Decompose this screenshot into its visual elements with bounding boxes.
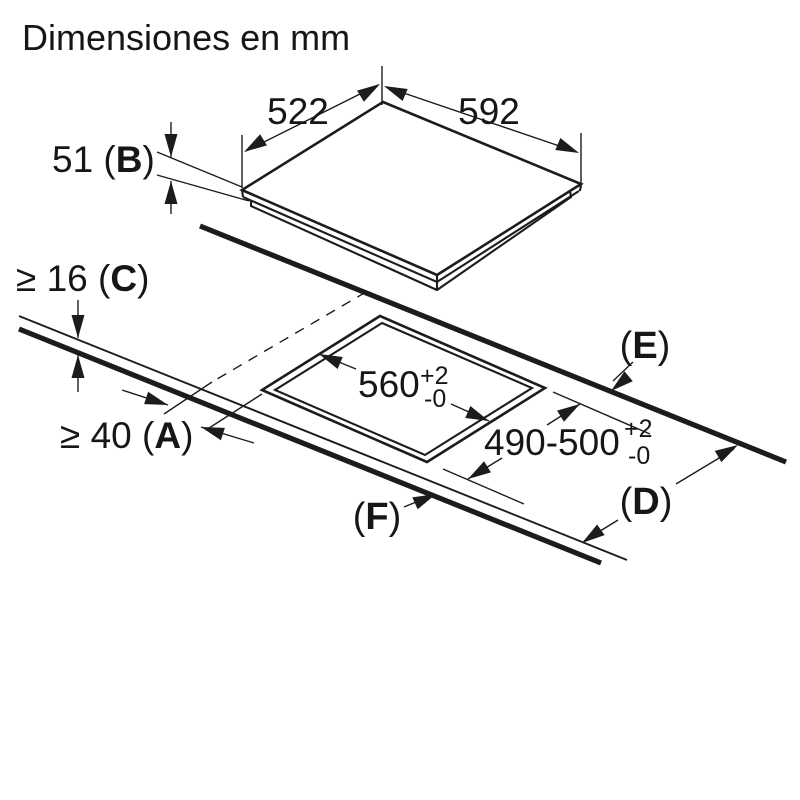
cutout-depth-extension-front — [442, 468, 525, 505]
worktop — [18, 223, 787, 566]
page-title: Dimensiones en mm — [22, 17, 350, 58]
dim-490-tolerance-plus: +2 — [624, 415, 653, 443]
dimension-cutout-depth: 490-500 +2 -0 — [442, 391, 653, 505]
dimension-top-width: 522 — [240, 78, 384, 158]
cutout-inner-edge — [272, 321, 535, 457]
dimension-worktop-thickness: ≥ 16 (C) — [16, 258, 149, 392]
label-D-text: (D) — [620, 481, 673, 523]
arrowhead — [240, 134, 267, 158]
cooktop-panel — [239, 66, 584, 292]
dim-value-490-500: 490-500 — [484, 422, 620, 463]
dimension-top-depth: 592 — [381, 80, 582, 159]
worktop-back-edge-line — [199, 223, 787, 465]
label-E-text: (E) — [620, 325, 671, 367]
cooktop-glass-left-corner-edge — [240, 189, 245, 198]
label-back-edge: (E) — [606, 325, 671, 396]
alignment-extension-line — [163, 381, 213, 415]
dim-value-560: 560 — [358, 364, 420, 405]
dim-value-592: 592 — [458, 91, 520, 132]
arrowhead — [357, 78, 384, 102]
dim-value-16C: ≥ 16 (C) — [16, 258, 149, 299]
dimension-cutout-width: 560 +2 -0 — [316, 348, 492, 427]
dimension-appliance-height: 51 (B) — [52, 122, 250, 214]
label-front-edge: (F) — [353, 488, 439, 538]
dimension-front-clearance: ≥ 40 (A) — [60, 389, 263, 456]
arrowhead — [71, 315, 85, 338]
arrowhead — [164, 134, 178, 157]
dim-line-522 — [245, 84, 379, 152]
cutout-opening — [259, 314, 548, 464]
height-extension-lower — [156, 174, 250, 202]
arrowhead — [144, 391, 171, 412]
arrowhead — [198, 420, 225, 441]
arrowhead — [164, 181, 178, 204]
dim-value-522: 522 — [267, 91, 329, 132]
dim-560-tolerance-plus: +2 — [420, 362, 449, 390]
arrowhead — [464, 461, 491, 485]
dim-490-tolerance-minus: -0 — [628, 442, 650, 470]
cooktop-base-body — [249, 190, 573, 292]
cutout-outer-edge — [259, 314, 548, 464]
dim-value-51B: 51 (B) — [52, 139, 155, 180]
cutout-depth-extension-back — [552, 391, 651, 435]
arrowhead — [71, 355, 85, 378]
clearance-extension-line — [205, 393, 263, 431]
cooktop-glass-lip — [242, 190, 580, 284]
arrowhead — [555, 138, 582, 159]
dim-value-40A: ≥ 40 (A) — [60, 415, 193, 456]
label-E-leader — [612, 361, 634, 382]
height-extension-upper — [156, 151, 243, 188]
label-worktop-depth: (D) — [578, 439, 742, 549]
hidden-alignment-dashed-line — [211, 291, 367, 383]
worktop-front-top-edge-line — [18, 315, 628, 561]
dim-line-592 — [385, 86, 578, 153]
label-F-text: (F) — [353, 496, 402, 538]
worktop-front-bottom-edge-line — [18, 326, 602, 566]
arrowhead — [381, 80, 408, 101]
dim-560-tolerance-minus: -0 — [424, 385, 446, 413]
arrowhead — [557, 398, 584, 422]
